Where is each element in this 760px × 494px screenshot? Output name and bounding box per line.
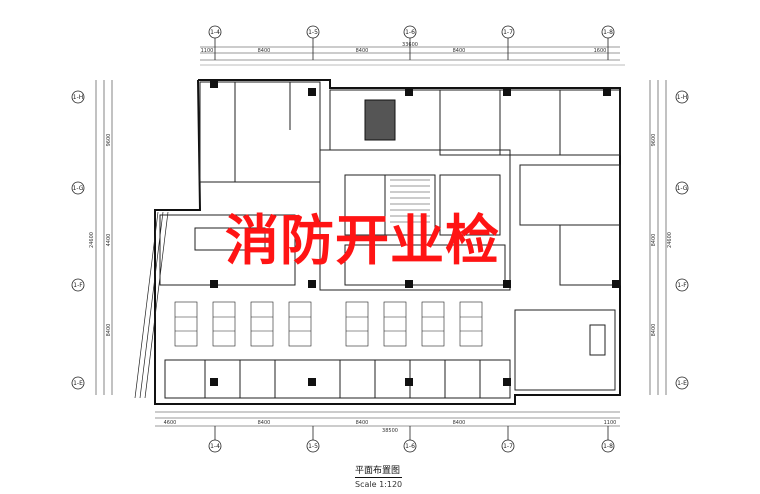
dim-bottom-4: 8400 xyxy=(453,420,466,426)
dim-right-3: 8400 xyxy=(651,324,657,337)
dim-right-2: 8400 xyxy=(651,234,657,247)
axis-right-1: 1-H xyxy=(677,94,688,101)
dim-right-1: 9600 xyxy=(651,134,657,147)
axis-bottom-5: 1-8 xyxy=(603,443,613,450)
drawing-title: 平面布置图 xyxy=(355,463,403,478)
dim-bottom-total: 38500 xyxy=(382,428,398,434)
axis-right-2: 1-G xyxy=(677,185,688,192)
dim-bottom-5: 1100 xyxy=(604,420,617,426)
axis-bottom-4: 1-7 xyxy=(503,443,513,450)
dim-right-total: 24600 xyxy=(667,232,673,248)
dim-bottom-1: 4600 xyxy=(164,420,177,426)
axis-right-4: 1-E xyxy=(677,380,687,387)
dim-top-5: 1600 xyxy=(594,48,607,54)
axis-top-2: 1-5 xyxy=(308,29,318,36)
axis-left-3: 1-F xyxy=(73,282,83,289)
axis-left-1: 1-H xyxy=(73,94,84,101)
structural-columns xyxy=(210,80,620,386)
dim-top-3: 8400 xyxy=(356,48,369,54)
building-outline xyxy=(154,79,621,405)
dim-top-4: 8400 xyxy=(453,48,466,54)
axis-bottom-3: 1-6 xyxy=(405,443,415,450)
red-stamp-text: 消防开业检 xyxy=(225,209,500,272)
top-axis-markers xyxy=(208,25,615,60)
axis-left-2: 1-G xyxy=(73,185,84,192)
dim-left-2: 4400 xyxy=(106,234,112,247)
axis-top-4: 1-7 xyxy=(503,29,513,36)
dim-bottom-3: 8400 xyxy=(356,420,369,426)
axis-top-3: 1-6 xyxy=(405,29,415,36)
dim-top-2: 8400 xyxy=(258,48,271,54)
axis-right-3: 1-F xyxy=(677,282,687,289)
dim-left-3: 8400 xyxy=(106,324,112,337)
dim-left-1: 9600 xyxy=(106,134,112,147)
title-block: 平面布置图 Scale 1:120 xyxy=(355,463,403,489)
axis-left-4: 1-E xyxy=(73,380,83,387)
axis-bottom-1: 1-4 xyxy=(210,443,220,450)
drawing-scale: Scale 1:120 xyxy=(355,480,403,489)
axis-top-5: 1-8 xyxy=(603,29,613,36)
dim-top-1: 1100 xyxy=(201,48,214,54)
dim-bottom-2: 8400 xyxy=(258,420,271,426)
axis-bottom-2: 1-5 xyxy=(308,443,318,450)
axis-top-1: 1-4 xyxy=(210,29,220,36)
dim-top-total: 33600 xyxy=(402,42,418,48)
dim-left-total: 24600 xyxy=(89,232,95,248)
